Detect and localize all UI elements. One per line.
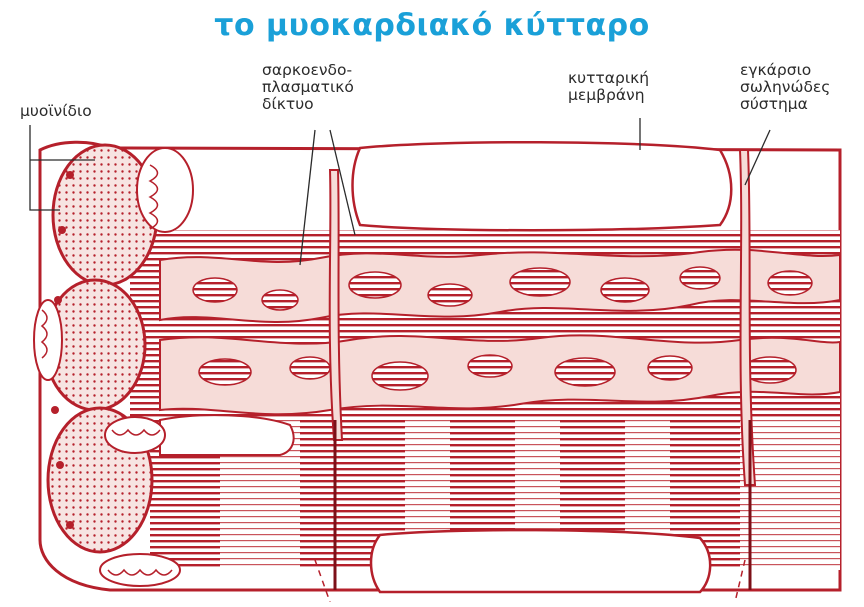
diagram-title: το μυοκαρδιακό κύτταρο <box>0 8 864 43</box>
lower-cell-compartment <box>371 530 710 592</box>
label-sarcoplasmic-reticulum: σαρκοενδο- πλασματικό δίκτυο <box>262 62 354 113</box>
upper-cell-compartment <box>353 142 732 230</box>
lower-left-compartment <box>160 415 294 455</box>
label-t-tubule-system: εγκάρσιο σωληνώδες σύστημα <box>740 62 830 113</box>
label-myofibril: μυοϊνίδιο <box>20 103 92 120</box>
label-cell-membrane: κυτταρική μεμβράνη <box>568 70 649 104</box>
